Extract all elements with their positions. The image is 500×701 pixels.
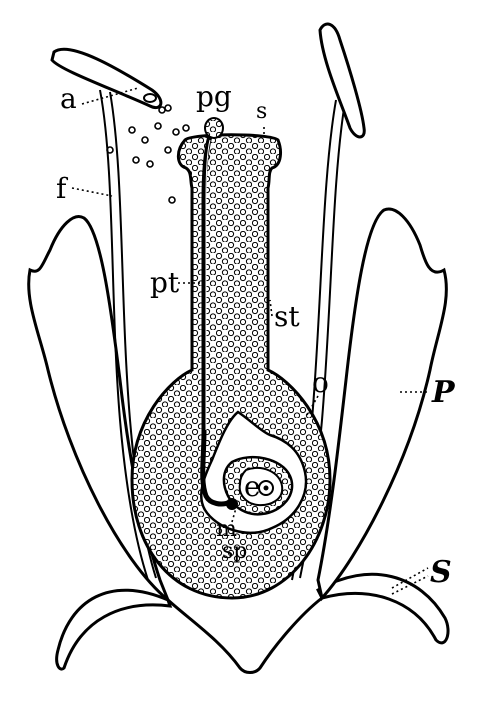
label-anther: a [60, 82, 77, 115]
sepal-left [55, 588, 173, 671]
anther-left-pollen-sac [143, 93, 157, 103]
egg-nucleus [263, 485, 269, 491]
label-style: st [274, 300, 300, 333]
pollen-grains [106, 104, 190, 204]
filament-left [99, 89, 149, 581]
label-micropyle: m [216, 517, 237, 542]
label-stigma: s [256, 99, 267, 124]
label-filament: f [56, 172, 69, 205]
receptacle-base [166, 596, 323, 674]
sepal-right [316, 572, 450, 645]
label-petal: P [431, 375, 456, 410]
label-ovule-sp: sp [222, 539, 247, 564]
anther-left [50, 47, 163, 109]
micropyle [226, 498, 238, 510]
pollen-tube-highlight [205, 139, 211, 430]
leader-lines [71, 87, 430, 595]
label-pollen-grain: pg [196, 80, 232, 113]
petal-right [316, 207, 448, 602]
label-egg: e [244, 470, 261, 503]
label-ovary: o [312, 366, 329, 399]
pollen-grain-on-stigma [204, 117, 224, 139]
label-pollen-tube: pt [150, 266, 180, 299]
pollen-tube [200, 135, 232, 507]
anther-right [318, 22, 366, 139]
label-sepal: S [430, 555, 452, 590]
